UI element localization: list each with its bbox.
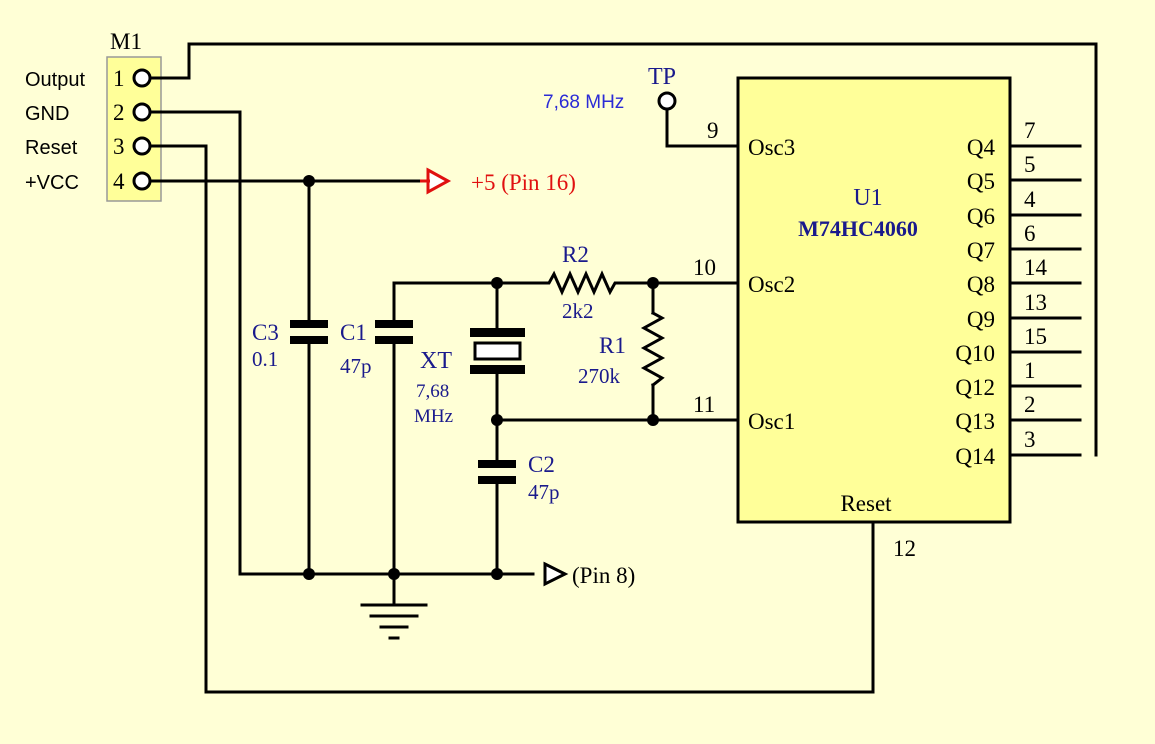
xt-crystal [473,341,522,361]
r1-name: R1 [599,333,626,358]
output-label: Q13 [955,409,995,434]
xt-name: XT [420,348,452,374]
ground-arrow [543,561,569,587]
ic-input-pin: 10 [693,255,716,280]
output-pin: 2 [1024,392,1036,417]
r2-resistor [539,270,740,296]
output-label: Q6 [967,204,995,229]
output-label: Q12 [955,375,995,400]
output-label: Q10 [955,341,995,366]
connector-pin-label: Output [25,69,85,91]
power-arrow [426,167,452,195]
output-pin: 1 [1024,358,1036,383]
ground-ref-label: (Pin 8) [572,563,635,588]
output-pin: 3 [1024,427,1036,452]
r1-value: 270k [578,364,621,388]
junctions [303,175,659,580]
output-label: Q14 [955,444,995,469]
c2-plate [478,476,516,484]
ic-name: U1 [853,185,882,211]
test-point-freq: 7,68 MHz [543,92,624,113]
output-pin: 13 [1024,290,1047,315]
connector-pin-number: 1 [113,66,125,91]
output-label: Q9 [967,307,995,332]
c3-plate [290,336,328,344]
c2-value: 47p [528,480,560,504]
connector-pin-number: 4 [113,169,125,194]
output-pin: 6 [1024,221,1036,246]
connector-pin-1 [132,68,152,88]
output-pin: 14 [1024,255,1048,280]
xt-freq: 7,68 [416,381,449,402]
c2-plate [478,460,516,468]
ic-input-pin: 9 [707,118,719,143]
c1-top-wire [392,281,543,324]
ic-part: M74HC4060 [798,216,918,241]
ic-input-label: Osc2 [748,272,795,297]
power-label: +5 (Pin 16) [471,170,576,195]
r2-value: 2k2 [562,299,594,323]
r1-resistor [640,310,666,388]
connector-pin-label: +VCC [25,172,79,194]
osc3-wire [665,107,740,148]
xt-plate [470,365,525,374]
xt-unit: MHz [414,406,453,427]
output-label: Q8 [967,272,995,297]
connector-pin-label: GND [25,103,69,125]
reset-wire [149,144,875,694]
connector-name: M1 [110,29,142,54]
connector-pin-3 [132,136,152,156]
ic-reset-label: Reset [840,491,892,516]
connector-pin-number: 3 [113,134,125,159]
xt-plate [470,328,525,337]
ic-input-pin: 11 [693,392,715,417]
ic-reset-pin: 12 [893,536,916,561]
output-pin: 7 [1024,118,1036,143]
gnd-wire [149,110,535,576]
output-pin: 15 [1024,324,1047,349]
ic-outputs: Q4 7 Q5 5 Q6 4 Q7 6 Q8 14 Q9 13 Q10 15 Q… [955,118,1082,469]
output-label: Q5 [967,169,995,194]
c1-plate [375,336,413,344]
c3-value: 0.1 [252,347,278,371]
connector-pin-label: Reset [25,137,78,159]
c3-plate [290,320,328,328]
c1-value: 47p [340,354,372,378]
ic-input-label: Osc3 [748,135,795,160]
test-point-name: TP [648,64,676,90]
c1-plate [375,320,413,328]
c2-name: C2 [528,452,555,477]
test-point [657,91,677,111]
output-label: Q7 [967,238,995,263]
r2-name: R2 [562,242,589,267]
connector-pin-2 [132,102,152,122]
c1-name: C1 [340,320,367,345]
ic-body [736,76,1012,524]
output-wire [149,42,1098,457]
c3-name: C3 [252,320,279,345]
ic-input-label: Osc1 [748,409,795,434]
connector-pin-4 [132,171,152,191]
output-pin: 5 [1024,152,1036,177]
output-pin: 4 [1024,187,1036,212]
connector-pin-number: 2 [113,100,125,125]
output-label: Q4 [967,135,996,160]
